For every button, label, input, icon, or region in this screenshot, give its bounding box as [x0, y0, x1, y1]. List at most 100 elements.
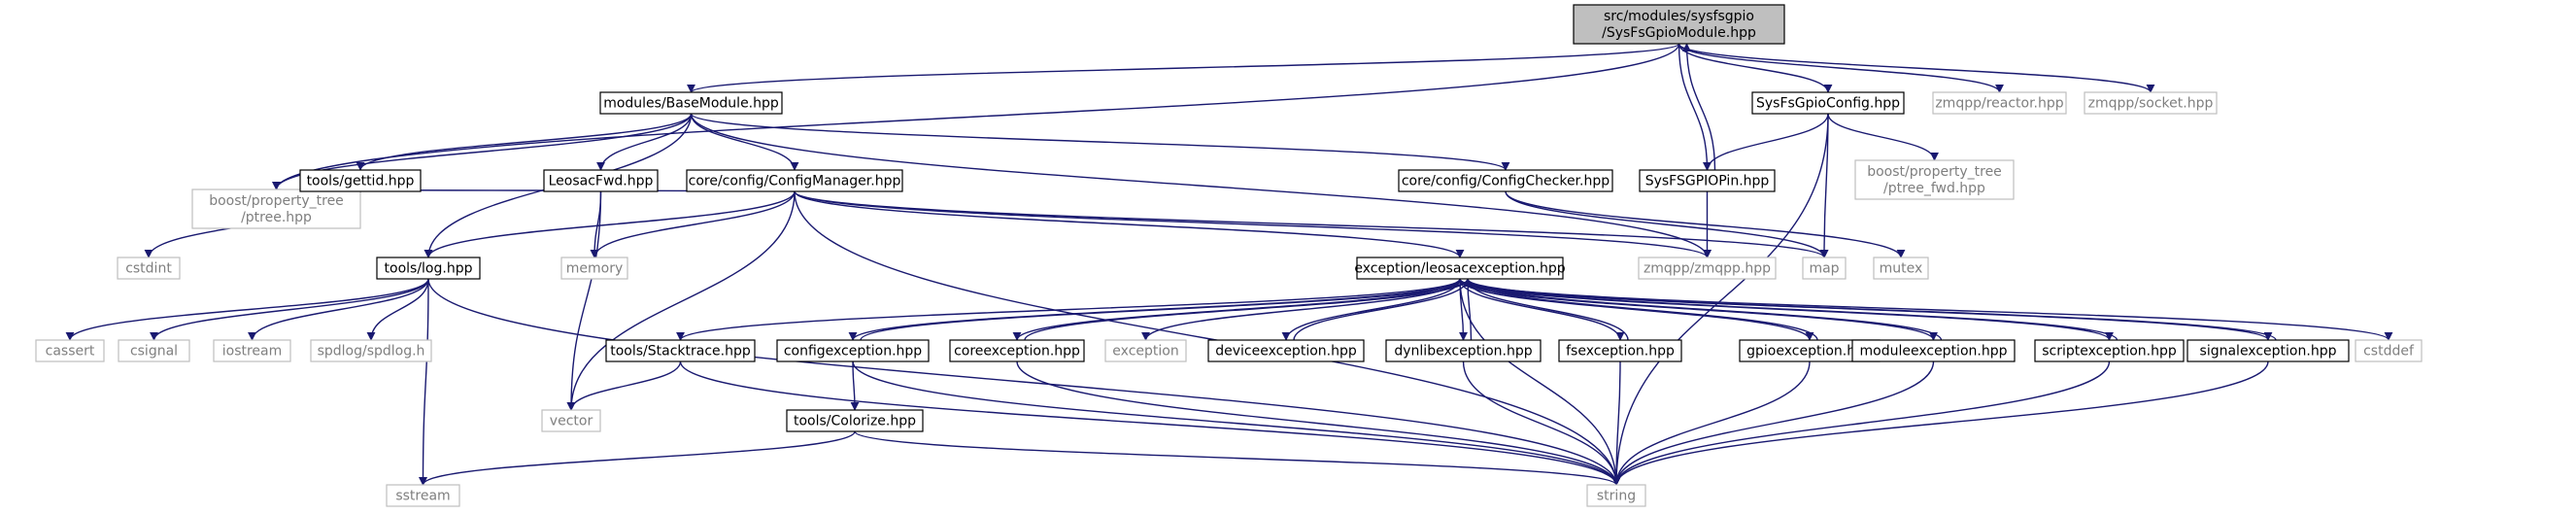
node-label: coreexception.hpp	[954, 344, 1080, 360]
edge-leosacexception-to-deviceexception	[1281, 278, 1461, 341]
node-label: string	[1597, 489, 1636, 504]
edge-fsexception-to-leosacexception	[1463, 278, 1629, 341]
node-box	[686, 169, 903, 192]
node-label: zmqpp/reactor.hpp	[1935, 96, 2063, 112]
node-coreexception[interactable]: coreexception.hpp	[949, 339, 1085, 362]
node-sysfsgpiopin[interactable]: SysFSGPIOPin.hpp	[1639, 169, 1776, 192]
node-box	[776, 339, 930, 362]
node-configexception[interactable]: configexception.hpp	[776, 339, 930, 362]
node-label: configexception.hpp	[784, 344, 922, 360]
edge-signalexception-to-string	[1611, 360, 2269, 486]
node-label: scriptexception.hpp	[2042, 344, 2177, 360]
node-box	[1398, 169, 1613, 192]
node-box	[376, 257, 481, 280]
nodes-layer: src/modules/sysfsgpio/SysFsGpioModule.hp…	[35, 4, 2423, 507]
node-box	[599, 91, 783, 115]
node-box	[117, 257, 181, 280]
edge-basemodule-to-ptree	[272, 113, 693, 190]
node-string: string	[1586, 484, 1646, 507]
node-label: core/config/ConfigManager.hpp	[689, 174, 901, 189]
node-label: signalexception.hpp	[2200, 344, 2337, 360]
node-moduleexception[interactable]: moduleexception.hpp	[1851, 339, 2016, 362]
node-label: SysFsGpioConfig.hpp	[1756, 96, 1900, 112]
node-label: spdlog/spdlog.h	[318, 344, 425, 360]
node-label: /SysFsGpioModule.hpp	[1602, 25, 1756, 41]
node-box	[541, 409, 601, 432]
node-zmqpp_socket: zmqpp/socket.hpp	[2084, 91, 2218, 115]
edge-basemodule-to-zmqpp	[690, 113, 1712, 258]
node-box	[1207, 339, 1365, 362]
node-zmqpp_reactor: zmqpp/reactor.hpp	[1932, 91, 2067, 115]
node-box	[1851, 339, 2016, 362]
node-gettid[interactable]: tools/gettid.hpp	[299, 169, 422, 192]
node-cstdint: cstdint	[117, 257, 181, 280]
node-box	[1586, 484, 1646, 507]
edge-sysfsgpioconfig-to-ptree_fwd	[1827, 113, 1939, 161]
edge-gpioexception-to-leosacexception	[1463, 278, 1818, 341]
node-colorize[interactable]: tools/Colorize.hpp	[786, 409, 924, 432]
edge-toolslog-to-iostream	[248, 278, 429, 341]
node-box	[1356, 257, 1564, 280]
node-toolslog[interactable]: tools/log.hpp	[376, 257, 481, 280]
edge-configchecker-to-map	[1505, 190, 1829, 258]
node-label: fsexception.hpp	[1566, 344, 1675, 360]
edge-configmanager-to-vector	[566, 190, 796, 411]
edge-toolslog-to-cassert	[65, 278, 429, 341]
edge-toolslog-to-string	[427, 278, 1621, 486]
node-label: boost/property_tree	[1867, 164, 2002, 180]
node-label: deviceexception.hpp	[1215, 344, 1357, 360]
node-box	[1385, 339, 1542, 362]
node-leosacfwd[interactable]: LeosacFwd.hpp	[543, 169, 659, 192]
edge-configmanager-to-zmqpp	[794, 190, 1712, 258]
edge-stacktrace-to-vector	[566, 360, 682, 411]
edge-scriptexception-to-string	[1611, 360, 2111, 486]
node-cassert: cassert	[35, 339, 105, 362]
node-box	[605, 339, 756, 362]
edge-basemodule-to-configmanager	[690, 113, 799, 171]
edge-leosacexception-to-string	[1459, 278, 1621, 486]
edge-configmanager-to-toolslog	[424, 190, 796, 258]
node-signalexception[interactable]: signalexception.hpp	[2186, 339, 2350, 362]
node-map: map	[1802, 257, 1847, 280]
node-box	[1104, 339, 1187, 362]
node-scriptexception[interactable]: scriptexception.hpp	[2034, 339, 2185, 362]
node-sstream: sstream	[386, 484, 460, 507]
node-box	[949, 339, 1085, 362]
node-leosacexception[interactable]: exception/leosacexception.hpp	[1354, 257, 1566, 280]
node-root[interactable]: src/modules/sysfsgpio/SysFsGpioModule.hp…	[1573, 4, 1785, 45]
edge-coreexception-to-leosacexception	[1024, 278, 1473, 341]
node-fsexception[interactable]: fsexception.hpp	[1558, 339, 1682, 362]
edge-colorize-to-string	[854, 430, 1621, 486]
node-label: sstream	[395, 489, 450, 504]
node-box	[2034, 339, 2185, 362]
node-label: dynlibexception.hpp	[1394, 344, 1532, 360]
node-box	[786, 409, 924, 432]
node-basemodule[interactable]: modules/BaseModule.hpp	[599, 91, 783, 115]
edge-root-to-sysfsgpiopin	[1678, 43, 1712, 171]
edge-leosacfwd-to-vector	[566, 190, 602, 411]
edge-sysfsgpioconfig-to-string	[1611, 113, 1829, 486]
node-box	[35, 339, 105, 362]
node-exception: exception	[1104, 339, 1187, 362]
node-label: tools/Stacktrace.hpp	[610, 344, 751, 360]
node-box	[310, 339, 432, 362]
node-stacktrace[interactable]: tools/Stacktrace.hpp	[605, 339, 756, 362]
edge-leosacexception-to-stacktrace	[676, 278, 1461, 341]
node-box	[1932, 91, 2067, 115]
node-sysfsgpioconfig[interactable]: SysFsGpioConfig.hpp	[1751, 91, 1905, 115]
node-label: tools/log.hpp	[385, 261, 473, 277]
node-label: vector	[550, 414, 593, 429]
edge-configmanager-to-string	[794, 190, 1621, 486]
node-configchecker[interactable]: core/config/ConfigChecker.hpp	[1398, 169, 1613, 192]
edge-moduleexception-to-string	[1611, 360, 1935, 486]
node-box	[1639, 169, 1776, 192]
node-label: iostream	[222, 344, 283, 360]
node-box	[299, 169, 422, 192]
node-configmanager[interactable]: core/config/ConfigManager.hpp	[686, 169, 903, 192]
node-dynlibexception[interactable]: dynlibexception.hpp	[1385, 339, 1542, 362]
edges-layer	[65, 43, 2393, 486]
edge-leosacexception-to-exception	[1141, 278, 1461, 341]
node-deviceexception[interactable]: deviceexception.hpp	[1207, 339, 1365, 362]
edge-toolslog-to-sstream	[419, 278, 429, 486]
